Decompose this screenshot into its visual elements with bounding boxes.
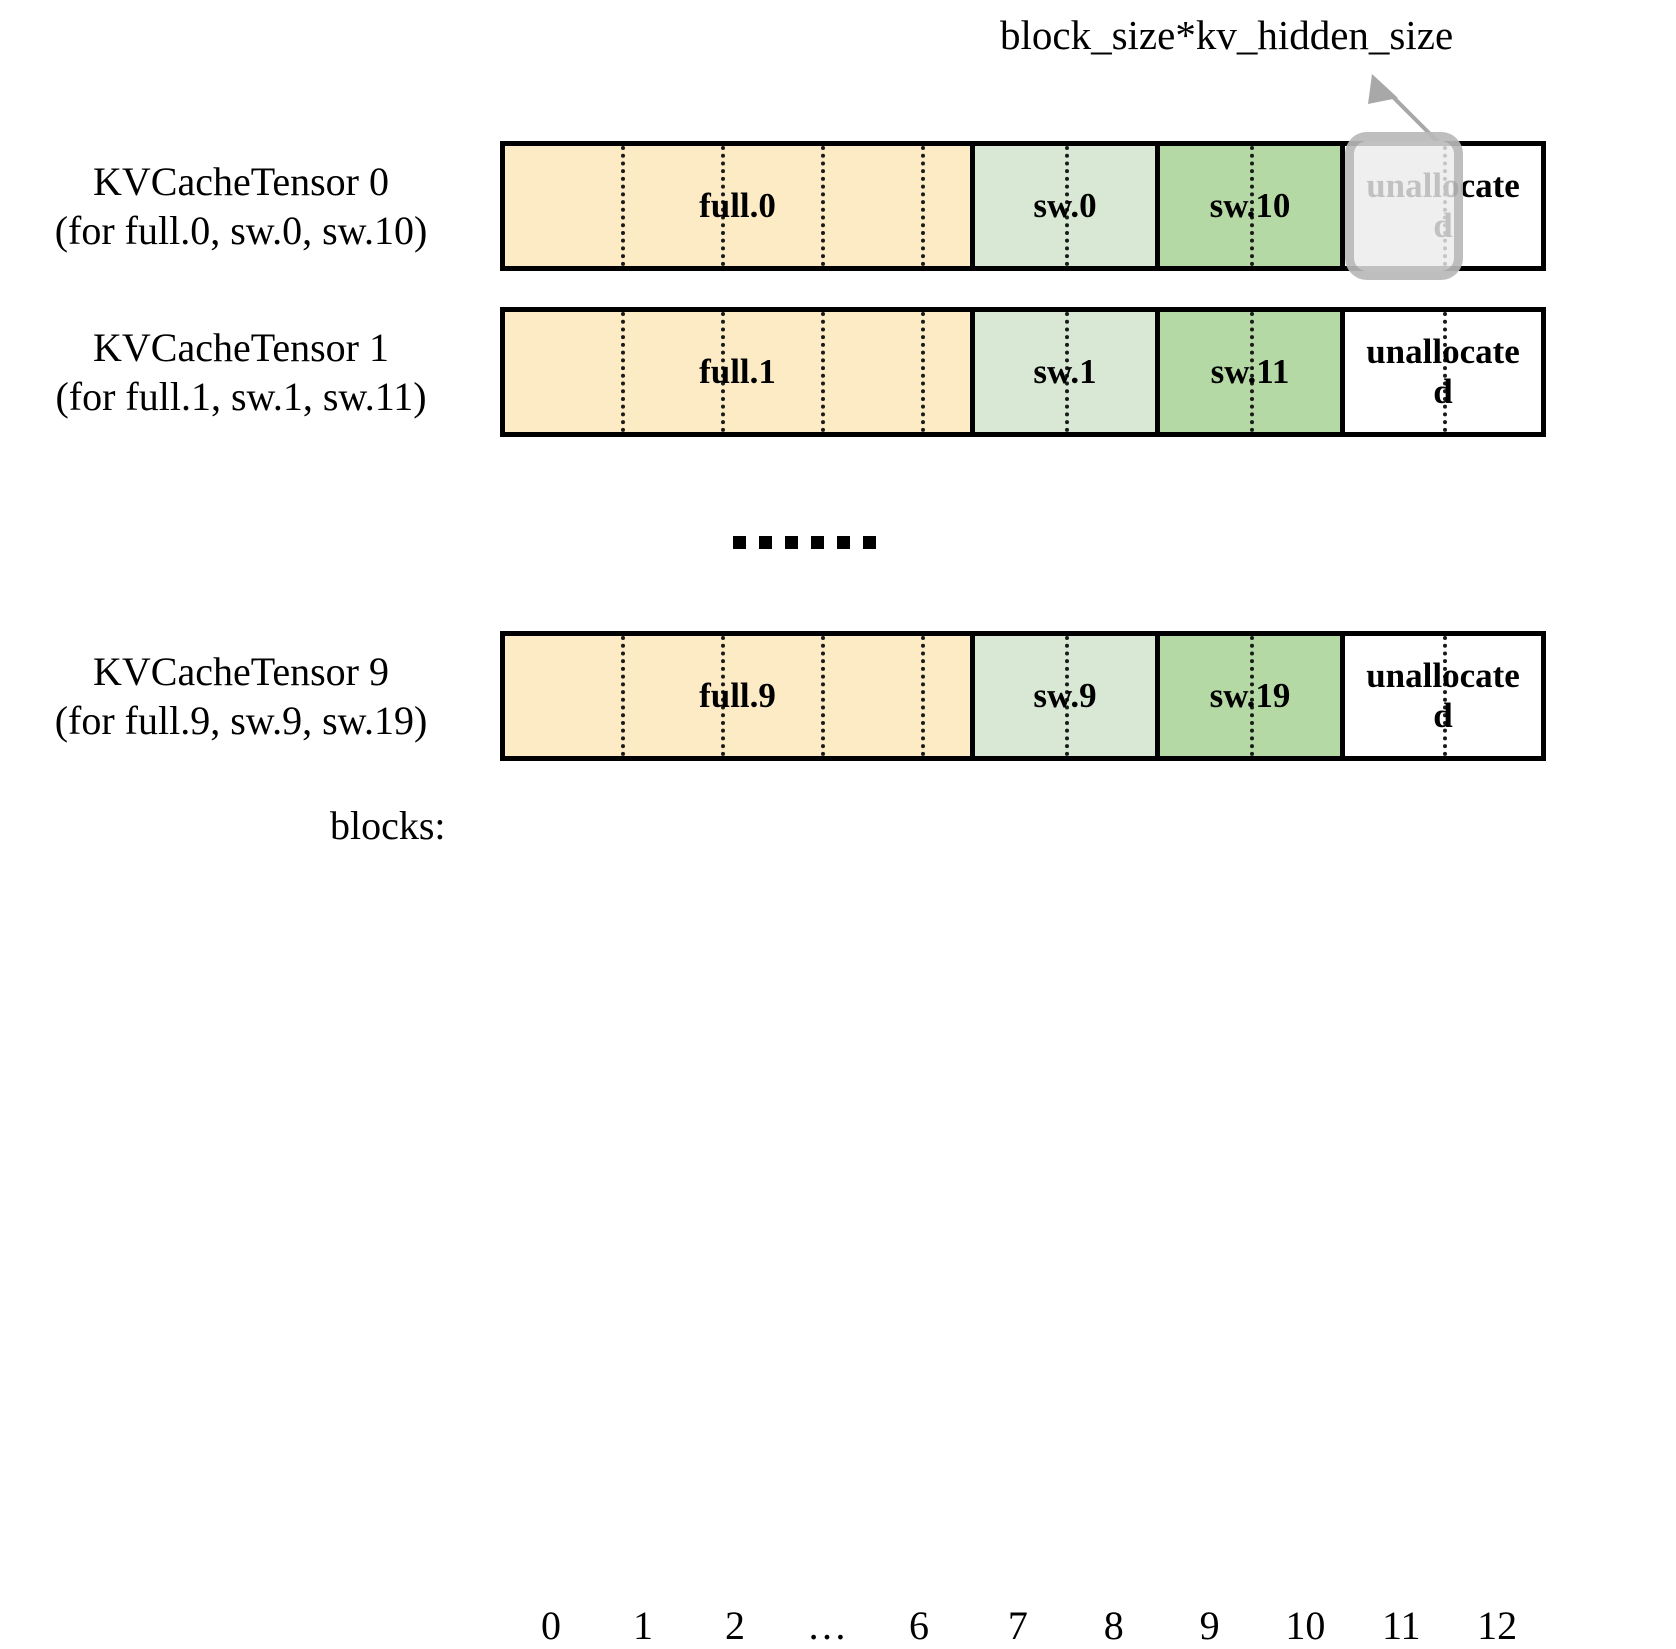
callout-label: block_size*kv_hidden_size [1000,12,1454,58]
ellipsis-dot [837,536,850,549]
tensor-subtitle-0: (for full.0, sw.0, sw.10) [54,207,428,253]
ellipsis-dot [785,536,798,549]
vertical-ellipsis [733,536,876,549]
segment-label: unallocated [1366,655,1520,735]
segment-label: sw.11 [1210,351,1290,391]
axis-tick-0: 0 [541,1603,561,1648]
tensor-title-1: KVCacheTensor 1 [93,325,389,370]
segment-full-1: full.1 [505,312,970,432]
segment-sw-dark-9: sw.19 [1155,636,1340,756]
segment-sw-dark-0: sw.10 [1155,146,1340,266]
axis-tick-1: 1 [633,1603,653,1648]
segment-sw-light-9: sw.9 [970,636,1155,756]
block-highlight-box [1345,132,1463,280]
axis-tick-12: 12 [1477,1603,1518,1648]
segment-label: sw.0 [1033,185,1097,225]
ellipsis-dot [863,536,876,549]
axis-tick-7: 7 [1007,1603,1028,1648]
tensor-label-2: KVCacheTensor 9 (for full.9, sw.9, sw.19… [0,648,482,746]
tensor-subtitle-2: (for full.9, sw.9, sw.19) [54,697,428,743]
axis-tick-8: 8 [1103,1603,1124,1648]
segment-label: sw.10 [1209,185,1291,225]
segment-full-9: full.9 [505,636,970,756]
segment-unallocated-9: unallocated [1340,636,1541,756]
segment-unallocated-1: unallocated [1340,312,1541,432]
axis-tick-6: 6 [909,1603,929,1648]
axis-tick-11: 11 [1381,1603,1421,1648]
tensor-title-0: KVCacheTensor 0 [93,159,389,204]
tensor-label-1: KVCacheTensor 1 (for full.1, sw.1, sw.11… [0,324,482,422]
tensor-subtitle-1: (for full.1, sw.1, sw.11) [55,373,427,419]
axis-title: blocks: [330,803,446,848]
axis-tick-…: … [807,1603,847,1648]
segment-label: sw.1 [1033,351,1097,391]
segment-full-0: full.0 [505,146,970,266]
ellipsis-dot [811,536,824,549]
segment-sw-dark-1: sw.11 [1155,312,1340,432]
axis-tick-9: 9 [1199,1603,1220,1648]
ellipsis-dot [759,536,772,549]
tensor-label-0: KVCacheTensor 0 (for full.0, sw.0, sw.10… [0,158,482,256]
ellipsis-dot [733,536,746,549]
segment-sw-light-0: sw.0 [970,146,1155,266]
segment-label: sw.9 [1033,675,1097,715]
segment-label: full.0 [699,185,776,225]
segment-label: full.9 [699,675,776,715]
axis-tick-10: 10 [1285,1603,1326,1648]
segment-label: unallocated [1366,331,1520,411]
segment-label: full.1 [699,351,776,391]
axis-tick-2: 2 [725,1603,745,1648]
kvcache-tensor-row-1: full.1 sw.1 sw.11 unallocated [500,307,1546,437]
kvcache-tensor-row-9: full.9 sw.9 sw.19 unallocated [500,631,1546,761]
tensor-title-2: KVCacheTensor 9 [93,649,389,694]
segment-sw-light-1: sw.1 [970,312,1155,432]
segment-label: sw.19 [1209,675,1291,715]
